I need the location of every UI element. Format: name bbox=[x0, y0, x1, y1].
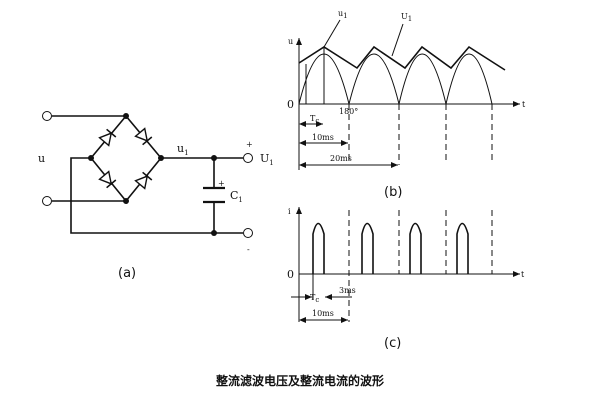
current-x-label: t bbox=[521, 270, 525, 279]
diode-bottom-right bbox=[134, 171, 153, 190]
panel-label-c: (c) bbox=[384, 336, 401, 351]
current-y-label: i bbox=[288, 207, 291, 216]
input-terminal-top bbox=[42, 111, 52, 121]
capacitor-plus-sign: + bbox=[218, 179, 225, 188]
node-voltage-label: u1 bbox=[177, 142, 189, 157]
u1-leader bbox=[323, 19, 341, 48]
input-terminal-bottom bbox=[42, 196, 52, 206]
dim-10ms-label: 10ms bbox=[312, 133, 334, 142]
figure-caption: 整流滤波电压及整流电流的波形 bbox=[215, 373, 384, 388]
current-pulse-2 bbox=[361, 222, 374, 274]
capacitor bbox=[203, 155, 225, 236]
U1-curve-label: U1 bbox=[401, 12, 412, 23]
current-plot: i t 0 Tc 3ms 10ms (c) bbox=[287, 207, 525, 351]
panel-label-b: (b) bbox=[384, 185, 402, 200]
diode-bridge bbox=[88, 113, 164, 204]
voltage-x-label: t bbox=[522, 100, 526, 109]
voltage-y-label: u bbox=[288, 37, 293, 46]
angle-label: 180° bbox=[339, 107, 358, 116]
current-pulse-1 bbox=[312, 222, 325, 274]
filtered-voltage-curve bbox=[298, 45, 506, 71]
dim-3ms-label: 3ms bbox=[339, 286, 356, 295]
output-minus-sign: - bbox=[247, 245, 250, 254]
dim-20ms-label: 20ms bbox=[330, 154, 352, 163]
u1-curve-label: u1 bbox=[338, 9, 348, 20]
panel-label-a: (a) bbox=[118, 266, 136, 281]
output-terminal-bottom bbox=[243, 228, 253, 238]
tc-label: Tc bbox=[310, 114, 319, 125]
current-pulse-4 bbox=[456, 222, 469, 274]
output-terminal-top bbox=[243, 153, 253, 163]
rectifier-circuit: u u1 U1 + - + C1 (a) bbox=[38, 111, 274, 281]
diode-top-right bbox=[134, 127, 153, 146]
current-tc-label: Tc bbox=[310, 293, 319, 304]
wire-return bbox=[70, 157, 243, 234]
capacitor-label: C1 bbox=[230, 189, 243, 204]
input-voltage-label: u bbox=[38, 152, 45, 165]
current-pulse-3 bbox=[409, 222, 422, 274]
U1-leader bbox=[391, 23, 404, 57]
voltage-plot: u t 0 u1 U1 180° Tc 10ms 20ms (b) bbox=[287, 9, 526, 200]
output-voltage-label: U1 bbox=[260, 152, 274, 167]
diode-bottom-left bbox=[98, 170, 117, 189]
voltage-origin-label: 0 bbox=[287, 98, 294, 111]
output-plus-sign: + bbox=[246, 140, 253, 149]
current-origin-label: 0 bbox=[287, 268, 294, 281]
current-dim-10ms-label: 10ms bbox=[312, 309, 334, 318]
diode-top-left bbox=[98, 128, 117, 147]
